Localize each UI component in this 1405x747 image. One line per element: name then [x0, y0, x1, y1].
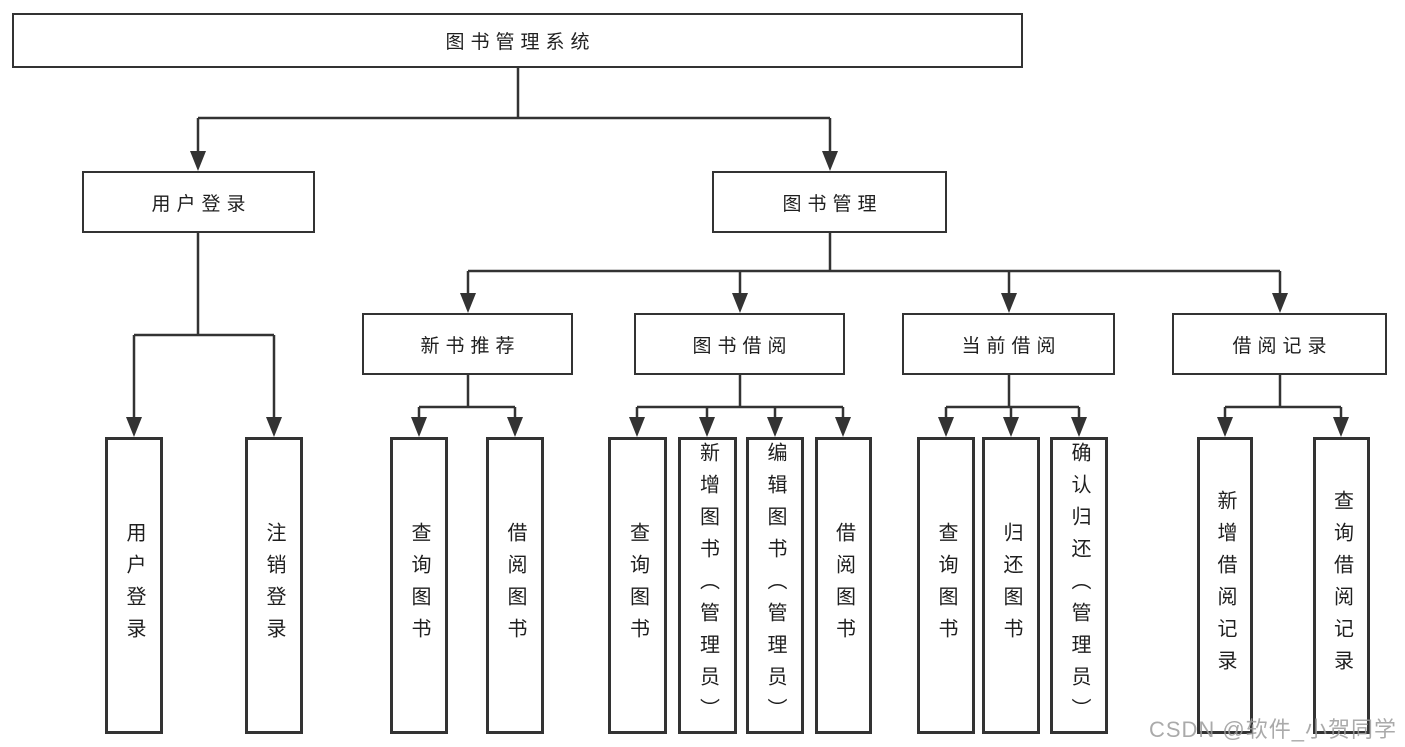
leaf-confirm-return-admin: 确认归还（管理员）	[1050, 437, 1108, 734]
arrow-down-icon	[767, 417, 783, 437]
arrow-down-icon	[1003, 417, 1019, 437]
arrow-down-icon	[1001, 293, 1017, 313]
connector-book-management-to-sections	[460, 233, 1288, 313]
leaf-add-books-admin: 新增图书（管理员）	[678, 437, 737, 734]
leaf-borrow-books: 借阅图书	[815, 437, 872, 734]
connector-line	[419, 375, 515, 409]
connector-line	[198, 68, 830, 120]
leaf-user-login: 用户登录	[105, 437, 163, 734]
connector-borrow-records-to-children	[1217, 375, 1349, 437]
arrow-down-icon	[411, 417, 427, 437]
arrow-down-icon	[507, 417, 523, 437]
arrow-down-icon	[266, 417, 282, 437]
csdn-watermark: CSDN @软件_小贺同学	[1148, 717, 1397, 742]
leaf-query-books-recommend: 查询图书	[390, 437, 448, 734]
arrow-down-icon	[835, 417, 851, 437]
node-borrow-records: 借阅记录	[1172, 313, 1387, 375]
leaf-return-books: 归还图书	[982, 437, 1040, 734]
node-current-borrow: 当前借阅	[902, 313, 1115, 375]
leaf-query-borrow-record: 查询借阅记录	[1313, 437, 1370, 734]
leaf-logout: 注销登录	[245, 437, 303, 734]
arrow-down-icon	[126, 417, 142, 437]
leaf-edit-books-admin: 编辑图书（管理员）	[746, 437, 804, 734]
connector-line	[134, 233, 274, 337]
arrow-down-icon	[1217, 417, 1233, 437]
node-book-borrow: 图书借阅	[634, 313, 845, 375]
connector-new-book-recommend-to-children	[411, 375, 523, 437]
leaf-borrow-books-recommend: 借阅图书	[486, 437, 544, 734]
connector-user-login-to-children	[126, 233, 282, 437]
arrow-down-icon	[460, 293, 476, 313]
arrow-down-icon	[1071, 417, 1087, 437]
leaf-add-borrow-record: 新增借阅记录	[1197, 437, 1253, 734]
arrow-down-icon	[822, 151, 838, 171]
arrow-down-icon	[938, 417, 954, 437]
arrow-down-icon	[629, 417, 645, 437]
arrow-down-icon	[732, 293, 748, 313]
node-book-management: 图书管理	[712, 171, 947, 233]
leaf-query-books-current: 查询图书	[917, 437, 975, 734]
connector-line	[1225, 375, 1341, 409]
arrow-down-icon	[190, 151, 206, 171]
node-user-login: 用户登录	[82, 171, 315, 233]
connector-line	[946, 375, 1079, 409]
connector-current-borrow-to-children	[938, 375, 1087, 437]
node-new-book-recommend: 新书推荐	[362, 313, 573, 375]
connector-root-to-level2	[190, 68, 838, 171]
connector-line	[468, 233, 1280, 273]
arrow-down-icon	[1272, 293, 1288, 313]
leaf-query-books-borrow: 查询图书	[608, 437, 667, 734]
connector-book-borrow-to-children	[629, 375, 851, 437]
arrow-down-icon	[1333, 417, 1349, 437]
node-root-system: 图书管理系统	[12, 13, 1023, 68]
arrow-down-icon	[699, 417, 715, 437]
connector-line	[637, 375, 843, 409]
